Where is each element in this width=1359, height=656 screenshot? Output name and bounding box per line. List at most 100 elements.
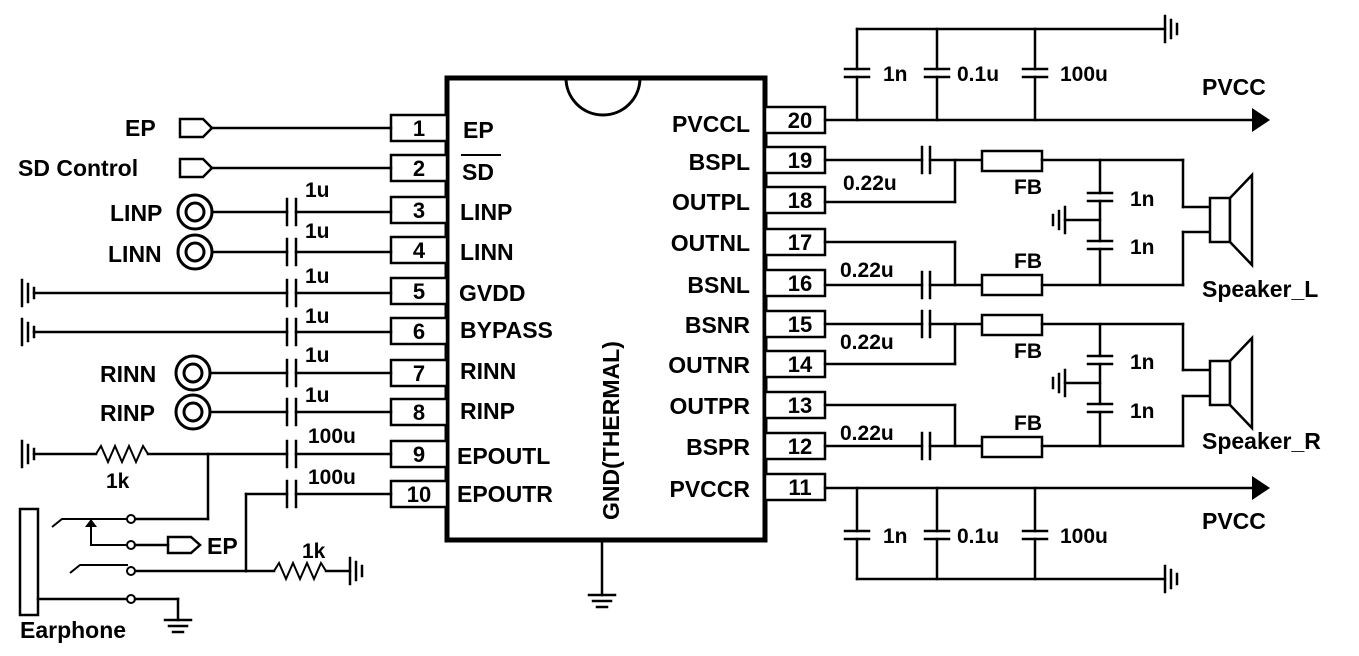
cap-value: 1u xyxy=(305,344,330,367)
ground-icon xyxy=(20,317,36,347)
ep-jack-label: EP xyxy=(207,533,238,559)
cap-value: 1n xyxy=(1130,351,1155,374)
speaker-right-circuit: 0.22u FB 0.22u FB 1n xyxy=(823,309,1321,461)
pin-5: 5 GVDD xyxy=(389,276,525,306)
jack-icon xyxy=(176,193,214,231)
jack-icon xyxy=(176,233,214,271)
arrow-icon xyxy=(1252,108,1270,132)
pin-16: 16 BSNL xyxy=(687,268,827,298)
pin-name: BSNR xyxy=(685,312,751,338)
cap-value: 100u xyxy=(308,425,356,448)
jack-icon xyxy=(174,393,212,431)
pvcc-bottom-decoupling: PVCC 1n 0.1u 100u xyxy=(823,476,1270,594)
cap-value: 0.1u xyxy=(957,63,999,86)
port-icon xyxy=(178,117,214,139)
pin-10: 10 EPOUTR xyxy=(389,479,553,509)
fb-label: FB xyxy=(1014,250,1042,273)
speaker-left-circuit: 0.22u FB 0.22u FB 1n xyxy=(823,145,1318,302)
linn-input: LINN 1u xyxy=(108,220,393,271)
pin-3: 3 LINP xyxy=(389,195,512,225)
pin-name: OUTPL xyxy=(672,189,750,215)
port-icon xyxy=(178,157,214,179)
ground-icon xyxy=(348,556,364,586)
pin-14: 14 OUTNR xyxy=(668,349,827,379)
cap-value: 1n xyxy=(1130,400,1155,423)
pin-name: OUTNR xyxy=(668,352,750,378)
pin-name: SD xyxy=(462,159,494,185)
ground-icon xyxy=(1163,564,1179,594)
pin-name: EPOUTR xyxy=(457,481,553,507)
ferrite-bead-icon xyxy=(980,313,1044,337)
pin-number: 12 xyxy=(788,434,812,459)
cap-value: 1n xyxy=(1130,236,1155,259)
pin-name: OUTPR xyxy=(670,393,751,419)
cap-value: 100u xyxy=(1060,525,1108,548)
pin-number: 17 xyxy=(788,230,812,255)
resistor-value: 1k xyxy=(302,540,326,563)
ep-input: EP xyxy=(125,115,393,141)
bypass-net: 1u xyxy=(20,305,393,347)
pin-number: 20 xyxy=(788,108,812,133)
cap-value: 1u xyxy=(305,265,330,288)
fb-label: FB xyxy=(1014,176,1042,199)
pin-name: LINN xyxy=(460,239,514,265)
pin-number: 8 xyxy=(413,400,425,425)
ep-input-label: EP xyxy=(125,115,156,141)
ferrite-bead-icon xyxy=(980,273,1044,297)
linp-input: LINP 1u xyxy=(110,179,393,231)
resistor-icon xyxy=(95,443,149,465)
pin-11: 11 PVCCR xyxy=(669,472,827,502)
pvcc-top-label: PVCC xyxy=(1202,74,1266,100)
cap-value: 1u xyxy=(305,179,330,202)
resistor-icon xyxy=(273,560,327,582)
pin-number: 14 xyxy=(788,352,813,377)
ferrite-bead-icon xyxy=(980,149,1044,173)
pin-9: 9 EPOUTL xyxy=(389,439,550,469)
ferrite-bead-icon xyxy=(980,435,1044,459)
earphone-label: Earphone xyxy=(20,617,126,643)
pin-number: 5 xyxy=(413,279,425,304)
pin-number: 16 xyxy=(788,271,812,296)
pin-name: BSPR xyxy=(686,434,750,460)
jack-icon xyxy=(174,354,212,392)
ground-icon xyxy=(587,593,617,609)
cap-value: 1u xyxy=(305,305,330,328)
pin-number: 1 xyxy=(413,116,425,141)
pin-2: 2 SD xyxy=(389,153,501,185)
speaker-icon xyxy=(1208,171,1254,269)
ground-icon xyxy=(1051,205,1067,235)
cap-value: 1u xyxy=(305,220,330,243)
resistor-value: 1k xyxy=(106,470,130,493)
ground-icon xyxy=(163,618,193,634)
pin-name: OUTNL xyxy=(671,230,750,256)
pin-number: 4 xyxy=(413,238,426,263)
earphone-circuit: 1k 100u 100u 1k xyxy=(18,425,393,643)
pin-name: LINP xyxy=(460,199,512,225)
cap-value: 0.22u xyxy=(840,259,894,282)
arrow-icon xyxy=(1252,476,1270,500)
pin-number: 9 xyxy=(413,442,425,467)
sd-control-label: SD Control xyxy=(18,155,138,181)
speaker-right-label: Speaker_R xyxy=(1202,428,1321,454)
ground-icon xyxy=(20,439,36,469)
rinp-input: RINP 1u xyxy=(100,384,393,431)
pvcc-top-decoupling: PVCC 1n 0.1u 100u xyxy=(823,14,1270,132)
pin-number: 3 xyxy=(413,198,425,223)
pin-number: 2 xyxy=(413,156,425,181)
pin-number: 15 xyxy=(788,312,812,337)
pin-name: EPOUTL xyxy=(457,443,550,469)
fb-label: FB xyxy=(1014,412,1042,435)
rinn-label: RINN xyxy=(100,361,156,387)
fb-label: FB xyxy=(1014,340,1042,363)
pin-6: 6 BYPASS xyxy=(389,316,553,346)
pin-name: PVCCR xyxy=(669,476,750,502)
pin-4: 4 LINN xyxy=(389,235,514,265)
pin-number: 18 xyxy=(788,188,812,213)
pin-name: PVCCL xyxy=(672,111,750,137)
pin-name: EP xyxy=(463,117,494,143)
pin-name: GVDD xyxy=(459,280,525,306)
sd-control-input: SD Control xyxy=(18,155,393,181)
pin-number: 11 xyxy=(788,475,811,500)
